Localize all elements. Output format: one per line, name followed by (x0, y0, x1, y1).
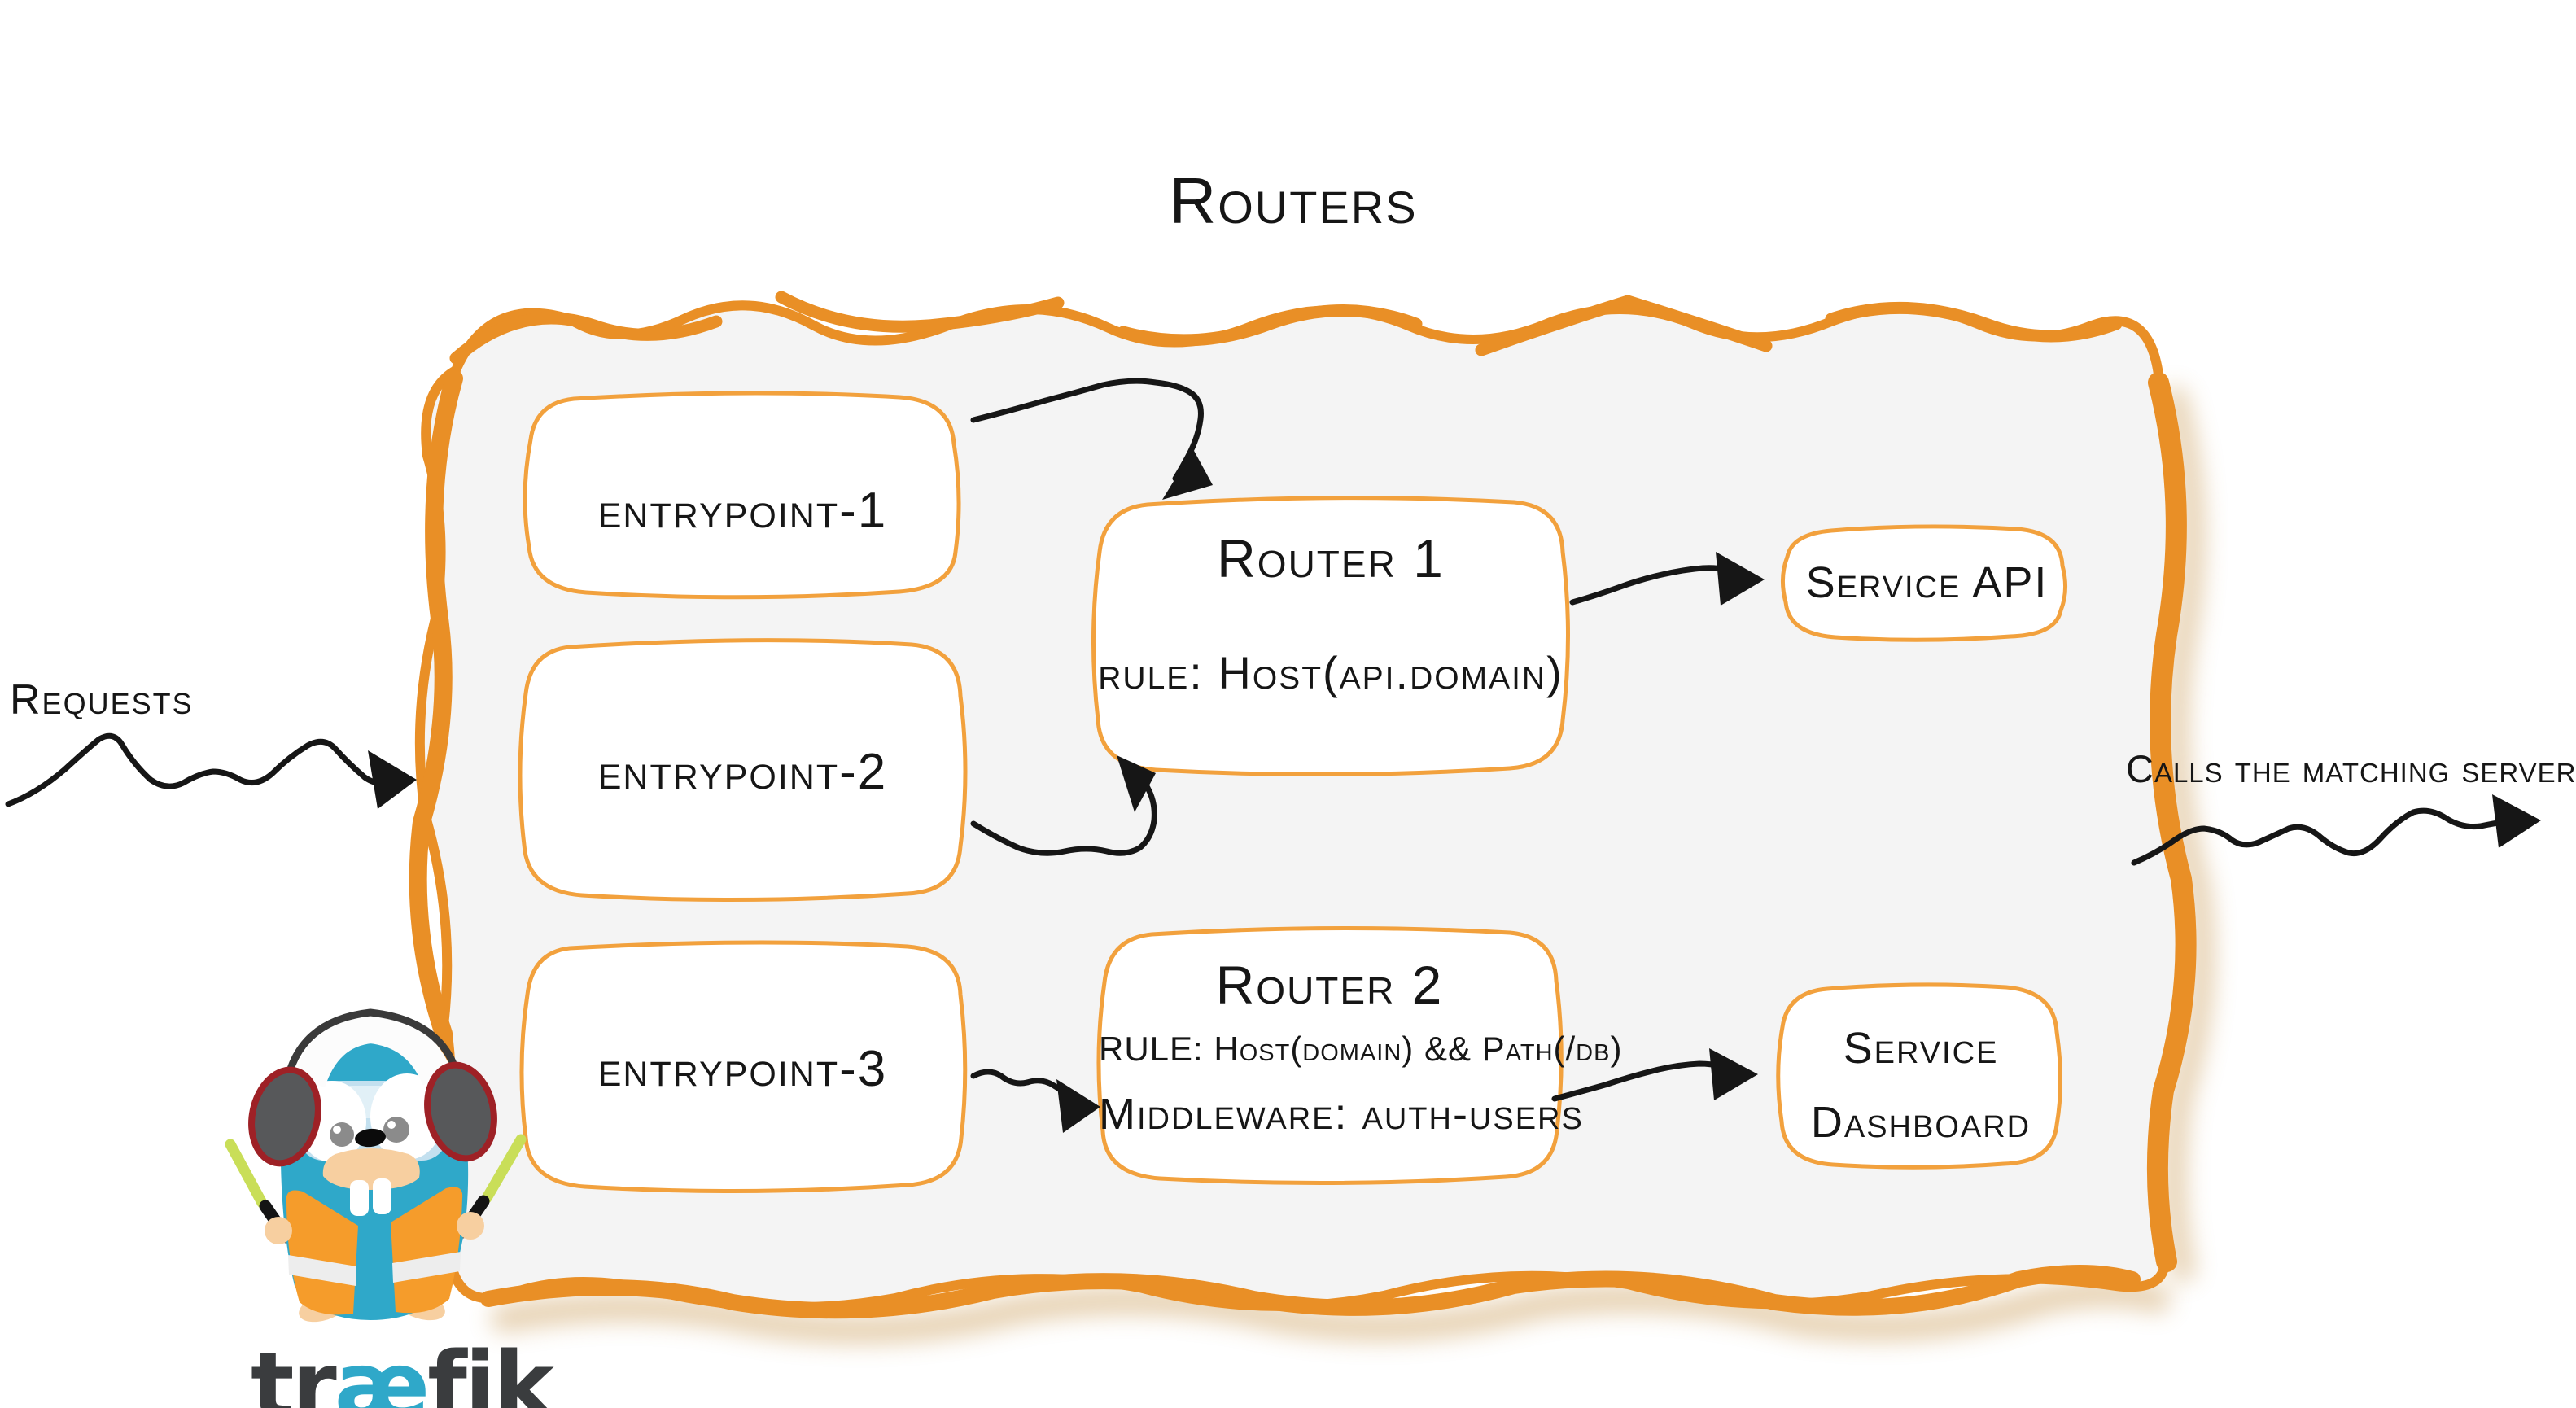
arrow-entrypoint3-to-router2 (970, 1069, 1100, 1133)
traefik-gopher-logo (225, 1008, 527, 1323)
border-accent-top-5 (1825, 301, 2123, 343)
border-accent-bottom (480, 1265, 2141, 1319)
wordmark-suffix: fik (427, 1333, 554, 1408)
router-1-title: Router 1 (1217, 528, 1445, 588)
entrypoint-1-label: entrypoint-1 (597, 483, 888, 539)
arrow-entrypoint1-to-router1 (970, 378, 1213, 500)
border-accent-right (2146, 372, 2197, 1272)
border-accent-top-3 (1117, 304, 1423, 347)
gopher-nose-icon (355, 1128, 386, 1148)
requests-arrow (5, 732, 417, 809)
traefik-wordmark: træfik (251, 1333, 554, 1408)
headphone-white-band (293, 1010, 453, 1088)
arrow-router2-to-service-dashboard (1551, 1048, 1758, 1102)
incoming-requests-label: Requests (10, 676, 194, 724)
router-2-box (1096, 925, 1564, 1186)
service-dashboard-label-line2: Dashboard (1810, 1098, 2031, 1147)
right-wand-icon (481, 1134, 527, 1204)
outgoing-arrow (2131, 794, 2541, 866)
wordmark-prefix: tr (251, 1333, 337, 1408)
gopher-muzzle (322, 1148, 420, 1190)
gopher-right-glint (387, 1121, 396, 1129)
entrypoint-3-box (519, 940, 968, 1194)
gopher-right-hand (457, 1212, 484, 1240)
gopher-right-pupil (383, 1117, 409, 1143)
vest-stripe-right (392, 1252, 461, 1283)
outgoing-calls-label: Calls the matching server (2126, 747, 2576, 790)
service-dashboard-box (1776, 982, 2062, 1170)
vest-stripe-left (288, 1255, 356, 1286)
service-api-box (1781, 524, 2067, 642)
border-shadow-bottom (491, 1279, 2171, 1345)
router-2-middleware: Middleware: auth-users (1099, 1090, 1584, 1139)
router-2-rule: RULE: Host(domain) && Path(/db) (1099, 1030, 1623, 1068)
headphone-band-icon (281, 1008, 465, 1098)
headphone-left-cup-icon (248, 1066, 321, 1167)
router-2-title: Router 2 (1215, 955, 1444, 1015)
service-api-label: Service API (1805, 558, 2049, 607)
left-wand-icon (225, 1139, 268, 1209)
gopher-left-glint (333, 1126, 341, 1134)
border-shadow-right (2161, 387, 2215, 1282)
arrow-entrypoint2-to-router1 (970, 755, 1157, 856)
border-accent-top-2 (775, 291, 1065, 333)
entrypoint-1-box (523, 391, 961, 600)
router-1-box (1091, 496, 1570, 777)
diagram-title: Routers (1169, 164, 1418, 237)
headphone-right-cup-icon (424, 1061, 497, 1162)
entrypoint-3-label: entrypoint-3 (597, 1041, 888, 1097)
border-accent-top-4 (1475, 295, 1773, 356)
entrypoint-2-label: entrypoint-2 (597, 744, 888, 800)
gopher-left-tooth (350, 1180, 369, 1216)
gopher-left-pupil (330, 1122, 354, 1147)
wordmark-ae: æ (334, 1333, 430, 1408)
gopher-right-tooth (373, 1178, 391, 1214)
border-accent-top-1 (449, 312, 723, 365)
router-1-rule: rule: Host(api.domain) (1098, 647, 1564, 698)
gopher-vest-right (391, 1187, 463, 1314)
service-dashboard-label-line1: Service (1843, 1024, 1999, 1073)
entrypoint-2-box (518, 638, 968, 903)
gopher-left-hand (265, 1217, 292, 1244)
arrow-router1-to-service-api (1569, 552, 1765, 606)
gopher-vest-left (286, 1190, 358, 1315)
